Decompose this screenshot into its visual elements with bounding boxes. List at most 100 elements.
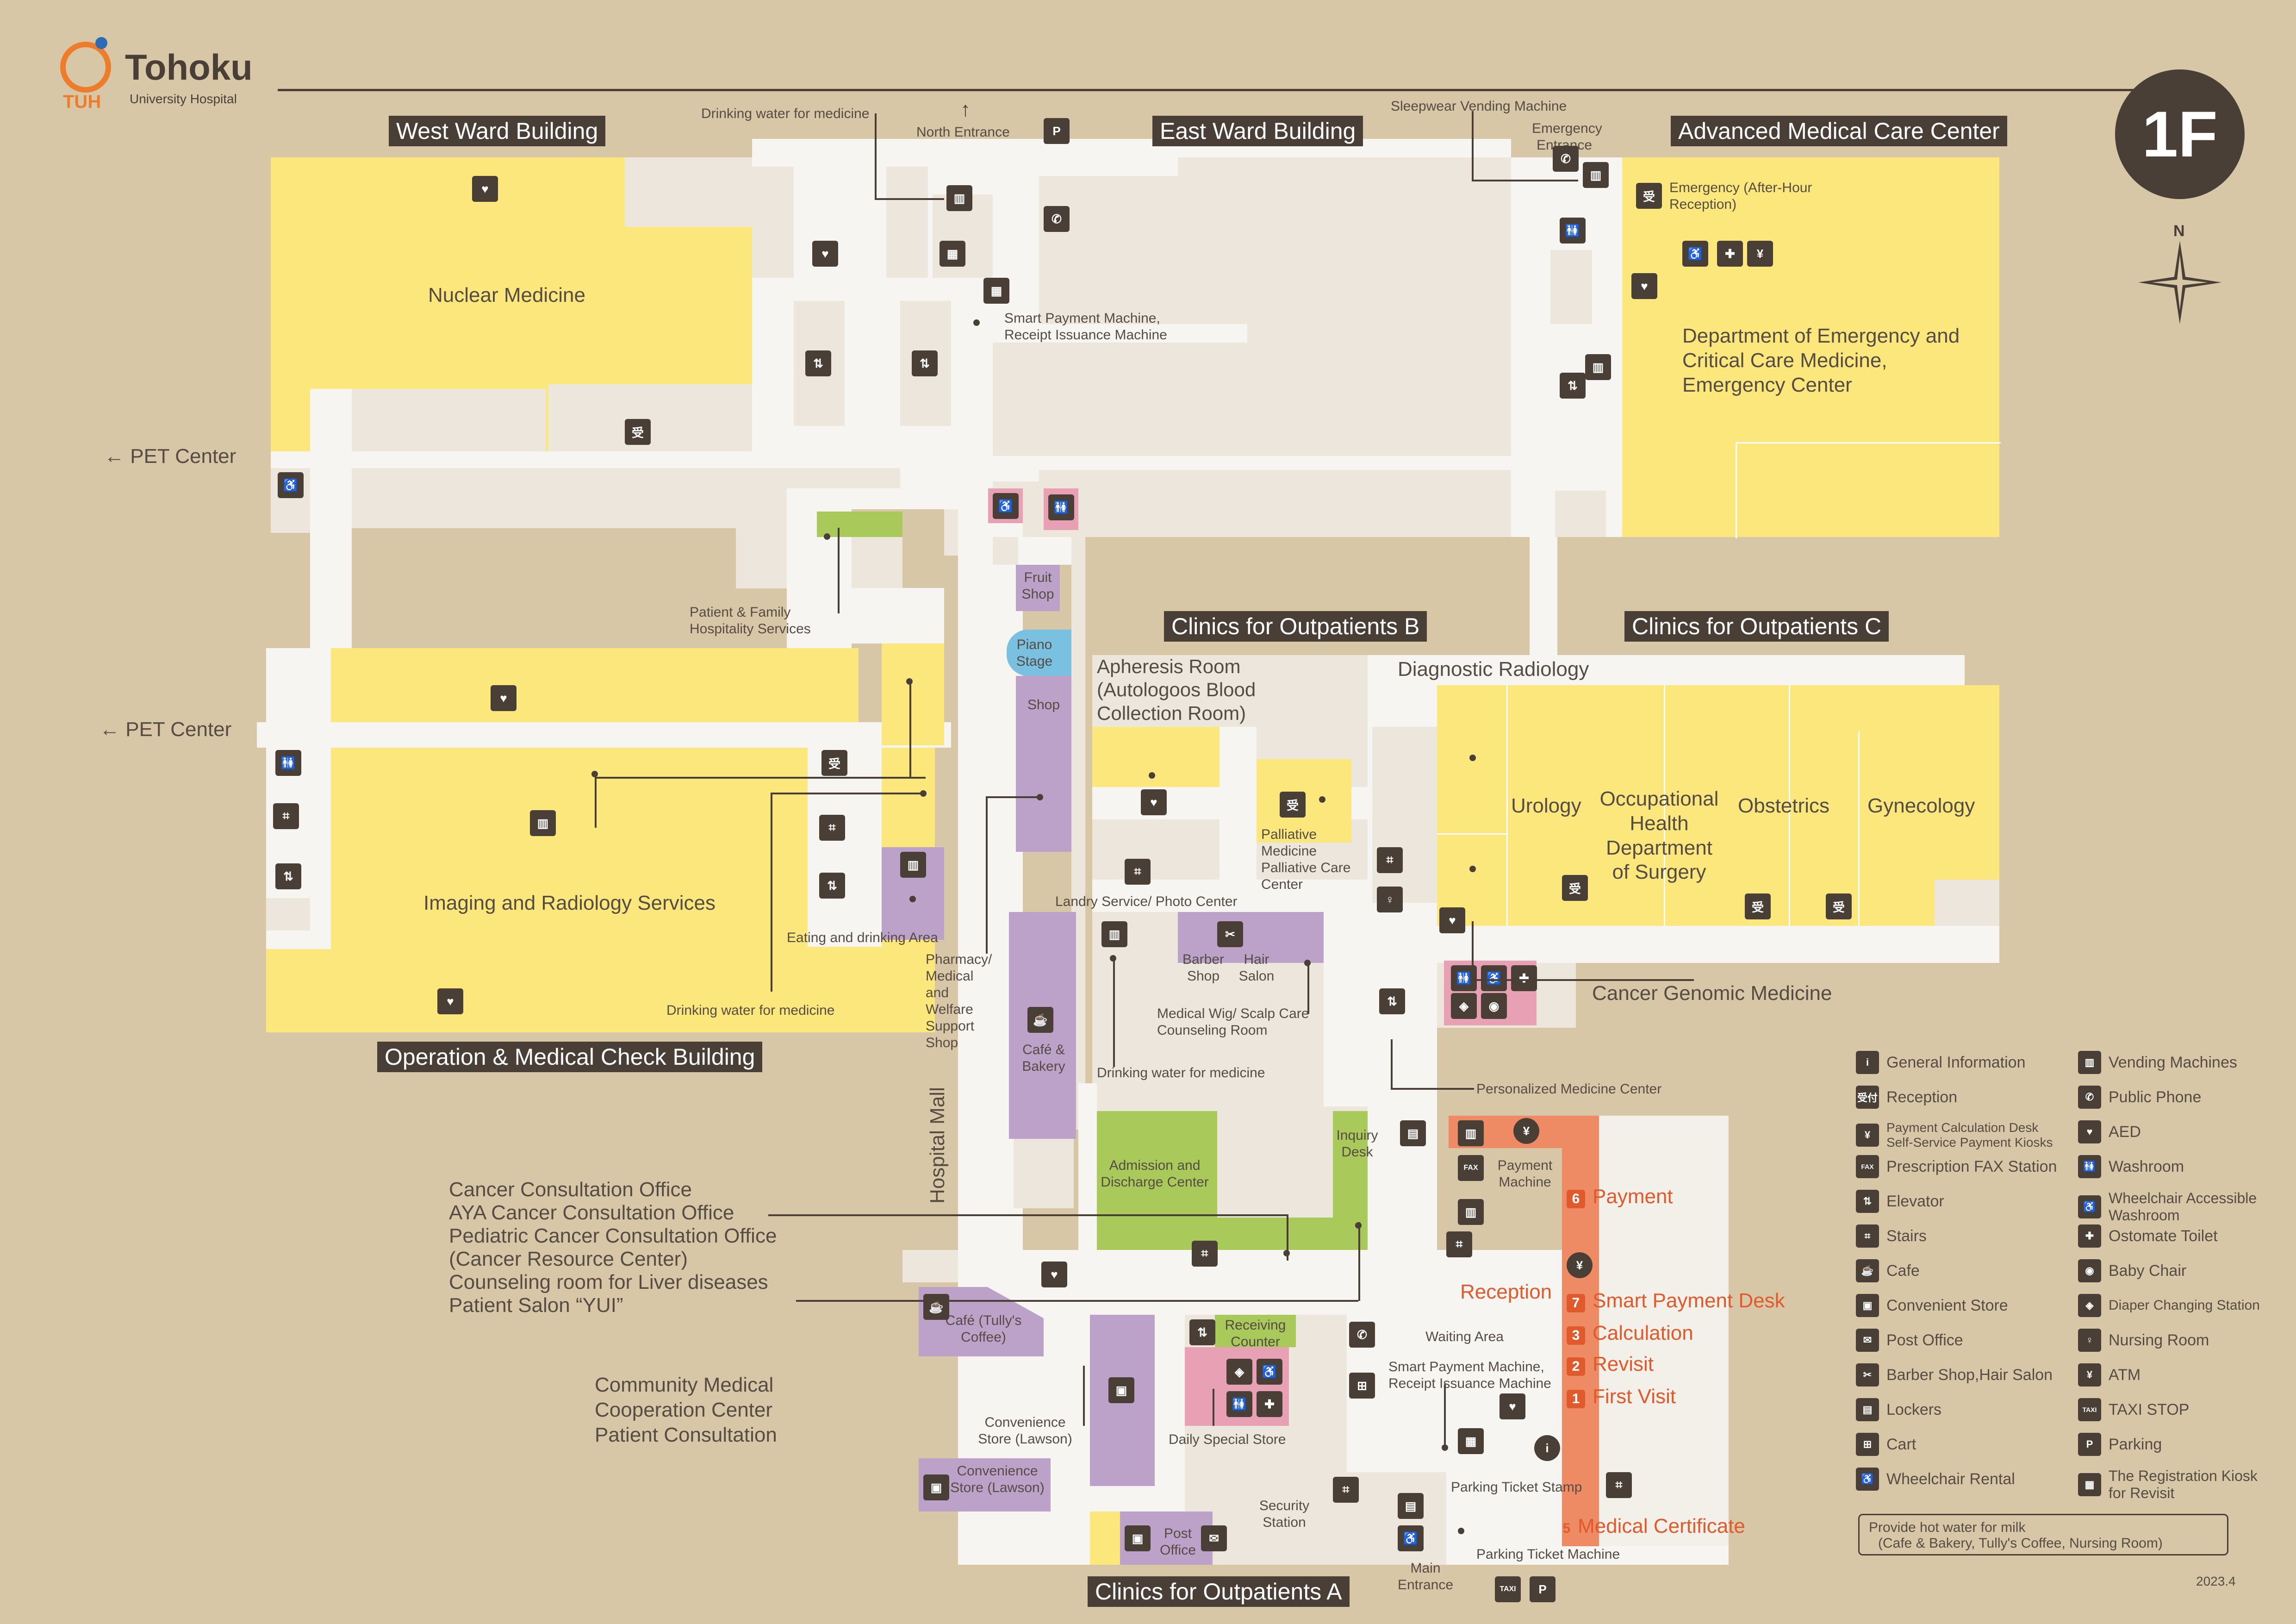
legend-label: Washroom [2109,1157,2184,1175]
washroom-icon: 🚻 [2078,1155,2101,1178]
logo: TUH Tohoku University Hospital [56,37,259,120]
mall-beige-bottom [1014,1139,1074,1208]
leader-dot [1469,866,1476,872]
leader-line [771,793,923,794]
operation-left-room [266,898,310,931]
advanced-room-1 [1550,250,1592,324]
leader-dot [909,896,916,902]
consultation-item: Pediatric Cancer Consultation Office [449,1224,777,1247]
leader-line [1391,1039,1393,1088]
emergency-subroom [1736,442,2001,538]
leader-line [1307,963,1309,1014]
parking-icon: P [1044,118,1070,144]
legend-item: ◉Baby Chair [2078,1259,2186,1282]
cafe-icon: ☕ [1027,1007,1053,1033]
diaper-icon: ◈ [2078,1294,2101,1317]
counter-number: 2 [1567,1357,1585,1376]
cafe-icon: ☕ [1856,1259,1879,1282]
outpatients-c-label: Clinics for Outpatients C [1624,611,1889,642]
east-ward-corridor-top [993,157,1178,176]
lockers-icon: ▤ [1400,1120,1426,1146]
legend-label: Diaper Changing Station [2109,1298,2260,1313]
mall-room-1 [993,537,1018,565]
elevator-icon: ⇅ [819,873,845,899]
emergency-dept-label: Department of Emergency and Critical Car… [1682,325,1960,396]
legend-label: Cafe [1886,1262,1920,1280]
sleepwear-label: Sleepwear Vending Machine [1391,99,1567,114]
leader-line [1472,111,1474,181]
reception-icon: 受 [1280,792,1306,818]
leader-line [875,198,944,200]
leader-line [796,1300,1358,1302]
wheelchair-icon: ♿ [1398,1525,1424,1551]
barber-icon: ✂ [1217,921,1243,947]
ostomate-icon: ✚ [2078,1224,2101,1248]
reception-icon: 受 [1562,875,1588,901]
washroom-icon: 🚻 [275,750,301,776]
nuclear-medicine-label: Nuclear Medicine [428,284,585,306]
waiting-area-label: Waiting Area [1425,1329,1504,1344]
legend-label: Vending Machines [2109,1053,2237,1071]
post-office-icon: ✉ [1856,1329,1879,1352]
diaper-icon: ◈ [1451,993,1477,1019]
eating-area-yellow [882,643,944,745]
mall-left-room [944,509,958,556]
parking-machine-label: Parking Ticket Machine [1476,1547,1620,1562]
advanced-room-2 [1555,491,1606,537]
kiosk-icon: ▦ [983,278,1009,304]
pet-center-2: ← PET Center [100,718,231,742]
outpatients-a-label: Clinics for Outpatients A [1088,1576,1350,1607]
legend-label: Prescription FAX Station [1886,1157,2057,1175]
apheresis-area [1092,727,1220,787]
outpatients-a-beige-1 [902,1250,958,1282]
legend-label: Public Phone [2109,1088,2202,1106]
outpatients-c-divider-1 [1506,685,1508,926]
west-ward-beige-1 [625,157,752,227]
security-label: Security Station [1259,1498,1310,1530]
leader-dot [824,533,830,540]
fax-icon: FAX [1856,1155,1879,1178]
legend-item: ♥AED [2078,1120,2141,1143]
info-icon[interactable]: i [1534,1435,1560,1461]
counter-label: First Visit [1593,1385,1676,1408]
occupational-label: Occupational Health Department of Surger… [1599,787,1719,884]
aed-icon: ♥ [437,988,463,1014]
yen-counter-icon: ¥ [1567,1252,1593,1278]
ostomate-icon: ✚ [1717,241,1743,267]
counter-label: Payment [1593,1185,1673,1208]
inquiry-label: Inquiry Desk [1336,1128,1378,1160]
legend-item: ♿Wheelchair Accessible Washroom [2078,1190,2266,1224]
counter-number: 3 [1567,1326,1585,1345]
nursing-icon: ♀ [1377,887,1403,912]
compass-label: N [2173,222,2185,240]
parking-icon: P [2078,1433,2101,1456]
stairs-icon: ⌗ [273,803,299,829]
logo-mark-text: TUH [63,92,101,112]
legend-label: Cart [1886,1435,1916,1453]
legend-label: Payment Calculation Desk Self-Service Pa… [1886,1120,2053,1149]
cart-icon: ⊞ [1349,1373,1375,1399]
header-rule [278,89,2152,91]
legend-item: ♀Nursing Room [2078,1329,2209,1352]
leader-line [1472,979,1694,981]
aed-icon: ♥ [1500,1393,1525,1419]
outpatients-c-divider-4 [1858,731,1860,926]
phone-icon: ✆ [1349,1322,1375,1348]
leader-dot [1442,1444,1448,1451]
legend-item: ☕ Cafe [1856,1259,1920,1282]
counter-number: 6 [1567,1190,1585,1208]
convenience-store-icon: ▣ [1856,1294,1879,1317]
urology-label: Urology [1511,794,1581,817]
legend-item: ▦The Registration Kiosk for Revisit [2078,1468,2266,1502]
leader-dot [1110,955,1116,962]
leader-dot [973,319,980,326]
east-ward-inner [993,343,1511,456]
lockers-icon: ▤ [1398,1493,1424,1519]
admission-label: Admission and Discharge Center [1101,1158,1209,1190]
aed-icon: ♥ [1439,907,1465,933]
piano-stage [1007,630,1074,676]
east-ward-label: East Ward Building [1152,116,1363,146]
consultation-item: AYA Cancer Consultation Office [449,1201,734,1224]
post-office-icon: ✉ [1201,1525,1227,1551]
